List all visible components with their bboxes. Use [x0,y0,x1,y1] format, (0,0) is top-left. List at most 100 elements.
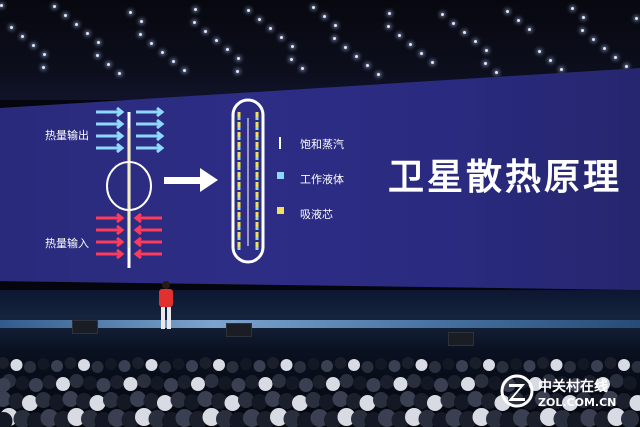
ceiling-light [86,32,89,35]
audience-member [488,376,502,390]
audience-member [94,412,113,427]
ceiling-light [193,21,196,24]
audience-member [562,395,578,411]
audience-member [110,375,124,389]
audience-member [272,374,286,388]
audience-member [481,393,497,409]
audience-member [348,359,360,371]
ceiling-light [42,66,45,69]
ceiling-light [366,64,369,67]
audience-member [542,374,556,388]
audience-member [251,394,268,410]
audience-member [231,378,246,392]
ceiling-light [140,20,143,23]
ceiling-light [43,53,46,56]
audience-member [594,411,612,427]
audience-member [461,377,475,391]
ceiling-light [183,69,186,72]
heat-arrow [133,224,162,236]
slide-title: 卫星散热原理 [388,157,623,198]
audience-member [631,361,640,373]
heat-arrow [96,224,125,236]
audience-member [486,410,504,427]
audience-member [27,412,45,427]
audience-member [418,410,437,427]
ceiling-light [237,57,240,60]
audience-member [202,408,221,426]
audience-member [267,357,279,369]
audience-member [150,376,165,390]
ceiling-light [474,40,477,43]
audience-member [567,412,585,427]
audience-member [364,412,383,427]
audience-member [442,358,455,370]
audience-member [162,412,180,427]
ceiling-light [387,25,390,28]
ceiling-light [204,30,207,33]
audience-member [218,376,232,390]
audience-member [326,377,340,391]
audience-member [35,392,52,408]
stage-monitor-speaker [72,320,98,334]
heat-arrow [96,142,125,154]
audience-member [89,395,106,411]
audience-member [569,378,583,392]
audience-member [321,360,333,372]
audience-member [459,411,477,427]
ceiling-light [420,52,423,55]
ceiling-light [312,6,315,9]
audience-member [402,357,414,369]
audience-member [494,395,511,411]
audience-member [189,411,207,427]
ceiling-light [280,36,283,39]
heat-in-label: 热量输入 [45,237,89,250]
audience-member [420,376,435,390]
audience-member [116,394,133,410]
audience-member [13,410,32,427]
audience-member [170,392,187,408]
audience-member [285,376,300,390]
audience-member [548,393,565,409]
audience-member [238,392,254,408]
ceiling-light [269,27,272,30]
audience-member [0,357,9,369]
audience-member [62,391,79,407]
stage-monitor-speaker [448,332,474,346]
audience-member [56,377,70,391]
presentation-screen [0,68,640,290]
audience-member [407,374,421,388]
audience-member [216,410,234,427]
audience-member [434,378,448,392]
audience-member [550,359,563,371]
ceiling-light [571,7,574,10]
audience-member [15,376,30,390]
audience-member [521,394,538,410]
audience-member [81,410,99,427]
audience-member [108,409,126,427]
audience-member [10,359,23,371]
ceiling-light [614,56,617,59]
audience-member [553,410,572,427]
ceiling-light [581,29,584,32]
ceiling-light [506,10,509,13]
audience-member [415,359,428,371]
audience-member [0,391,11,407]
ceiling-light [226,48,229,51]
audience-member [226,361,239,373]
audience-member [375,358,387,370]
audience-member [67,408,86,426]
heat-arrow [96,130,125,142]
audience-member [258,377,273,391]
ceiling-light [258,18,261,21]
heat-out-arrows [96,106,165,154]
audience-member [299,378,313,392]
audience-member [405,408,423,426]
audience-member [204,374,219,388]
audience-member [391,411,410,427]
audience-member [186,360,198,372]
audience-member [393,377,408,391]
audience-member [380,375,394,389]
heat-in-arrows [96,212,162,260]
audience-member [64,357,77,369]
audience-member [472,408,491,426]
